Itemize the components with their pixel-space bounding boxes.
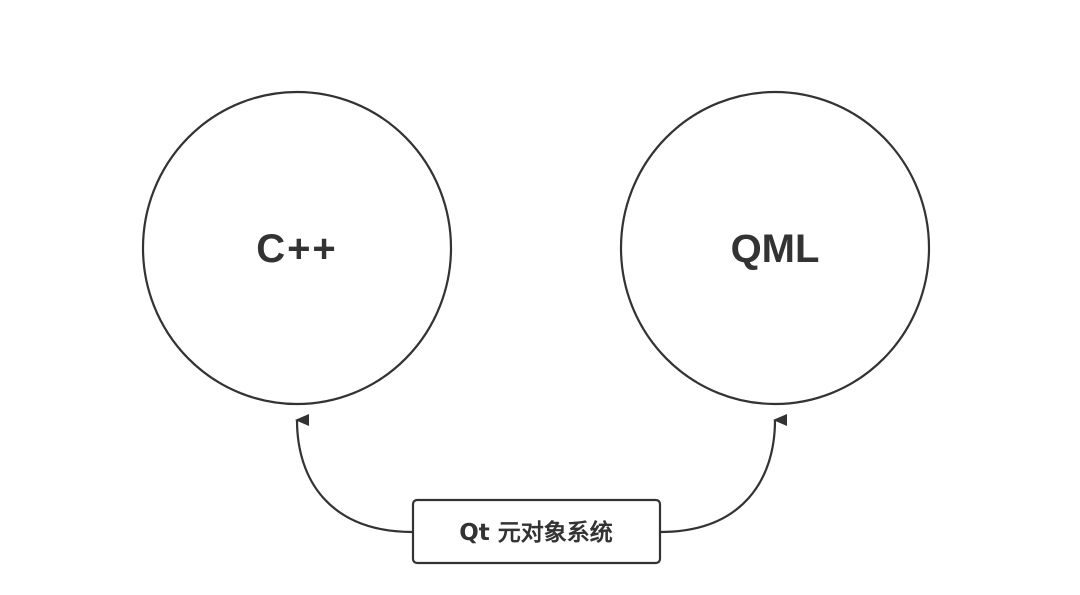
cpp-label: C++ <box>256 227 338 271</box>
qml-node: QML <box>619 90 931 406</box>
arrow-to-qml <box>659 414 788 534</box>
qml-label: QML <box>731 227 820 271</box>
meta-object-label: Qt 元对象系统 <box>459 519 613 546</box>
cpp-node: C++ <box>141 90 453 406</box>
arrow-to-cpp <box>295 413 414 534</box>
meta-object-node: Qt 元对象系统 <box>411 498 662 565</box>
qml-circle <box>619 90 931 406</box>
cpp-circle <box>141 90 453 406</box>
meta-object-box <box>411 498 662 565</box>
